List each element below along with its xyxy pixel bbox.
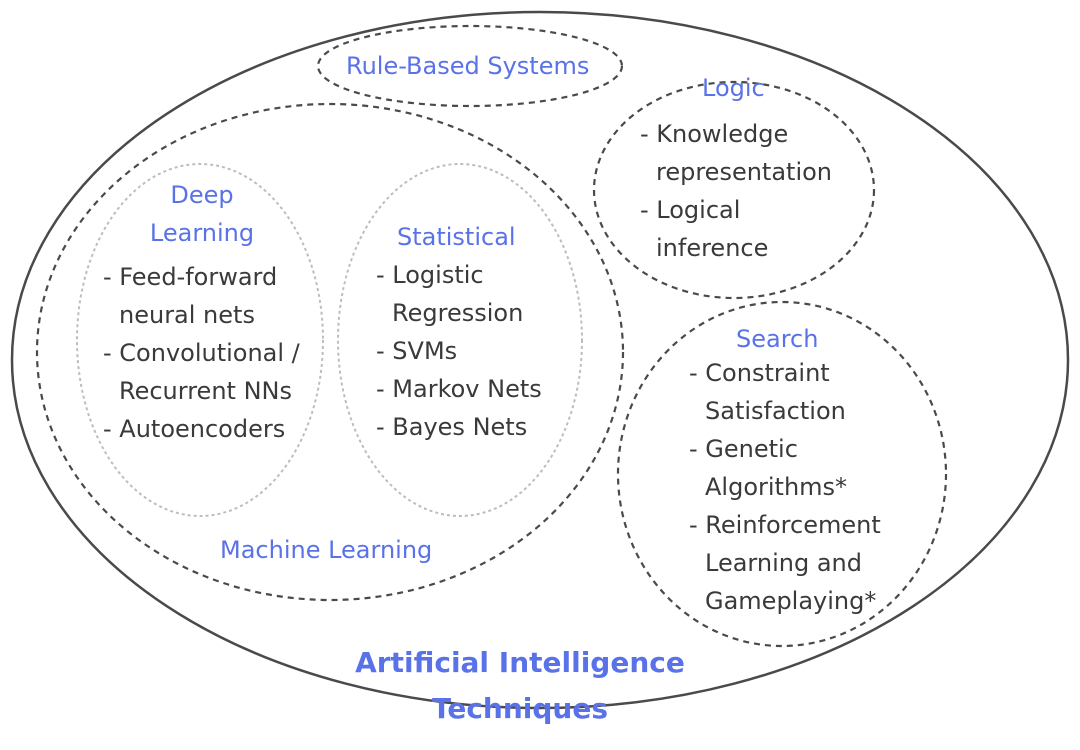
search-ellipse [616, 300, 948, 648]
list-item: - Constraint [689, 359, 830, 387]
logic-ellipse [592, 80, 876, 300]
statistical-label: Statistical [397, 223, 516, 251]
logic-label: Logic [702, 74, 765, 102]
list-item: Algorithms* [705, 473, 848, 501]
machine-learning-ellipse [35, 102, 625, 602]
logic-list: - Knowledge representation - Logical inf… [640, 115, 832, 267]
list-item: - Reinforcement [689, 511, 881, 539]
list-item: - SVMs [376, 337, 458, 365]
deep-learning-label-line2: Learning [149, 219, 255, 247]
rule-based-ellipse [316, 24, 624, 108]
list-item: Regression [392, 299, 524, 327]
search-label: Search [736, 325, 819, 353]
list-item: - Logistic [376, 261, 484, 289]
list-item: Gameplaying* [705, 587, 877, 615]
list-item: - Convolutional / [103, 339, 300, 367]
list-item: representation [656, 158, 833, 186]
list-item: - Bayes Nets [376, 413, 528, 441]
list-item: inference [656, 234, 769, 262]
rule-based-systems-label: Rule-Based Systems [346, 52, 590, 80]
list-item: - Markov Nets [376, 375, 542, 403]
deep-learning-label-line1: Deep [170, 181, 234, 209]
list-item: neural nets [119, 301, 255, 329]
statistical-list: - Logistic Regression - SVMs - Markov Ne… [376, 256, 542, 446]
list-item: Learning and [705, 549, 862, 577]
list-item: - Autoencoders [103, 415, 286, 443]
outer-ellipse-ai [10, 10, 1070, 710]
page-title: Artificial Intelligence Techniques [355, 646, 685, 725]
list-item: - Feed-forward [103, 263, 278, 291]
machine-learning-label: Machine Learning [220, 536, 433, 564]
list-item: Satisfaction [705, 397, 846, 425]
deep-learning-list: - Feed-forward neural nets - Convolution… [103, 258, 300, 448]
deep-learning-ellipse [76, 163, 324, 517]
statistical-ellipse [337, 163, 583, 517]
search-list: - Constraint Satisfaction - Genetic Algo… [689, 354, 881, 620]
list-item: - Knowledge [640, 120, 789, 148]
list-item: - Genetic [689, 435, 798, 463]
list-item: Recurrent NNs [119, 377, 292, 405]
list-item: - Logical [640, 196, 741, 224]
